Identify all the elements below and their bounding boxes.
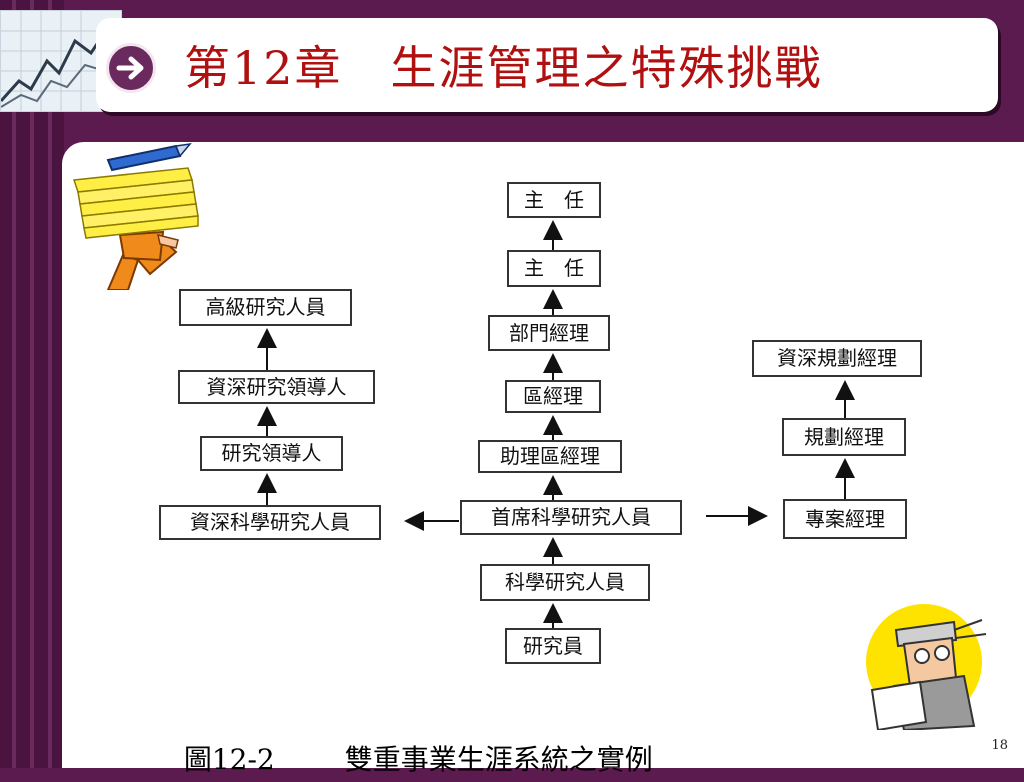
node-dept-manager: 部門經理: [488, 315, 610, 351]
node-project-manager: 專案經理: [783, 499, 907, 539]
figure-label: 圖12-2: [183, 743, 275, 776]
node-researcher: 研究員: [505, 628, 601, 664]
figure-caption: 圖12-2 雙重事業生涯系統之實例: [166, 694, 653, 776]
arrow-right-icon: [106, 43, 156, 93]
node-asst-region-manager: 助理區經理: [478, 440, 622, 473]
title-bar: [96, 18, 998, 112]
node-region-manager: 區經理: [505, 380, 601, 413]
figure-title: 雙重事業生涯系統之實例: [344, 743, 653, 776]
page-title: 第12章 生涯管理之特殊挑戰: [184, 41, 823, 95]
node-senior-planning-manager: 資深規劃經理: [752, 340, 922, 377]
worker-carrying-papers-icon: [72, 142, 199, 290]
node-research-leader: 研究領導人: [200, 436, 343, 471]
node-senior-scientist: 資深科學研究人員: [159, 505, 381, 540]
node-director: 主 任: [507, 250, 601, 287]
node-planning-manager: 規劃經理: [782, 418, 906, 456]
page-number: 18: [991, 738, 1008, 753]
node-senior-research-leader: 資深研究領導人: [178, 370, 375, 404]
node-chief-scientist: 首席科學研究人員: [460, 500, 682, 535]
node-senior-researcher: 高級研究人員: [179, 289, 352, 326]
man-reading-papers-icon: [866, 604, 987, 730]
node-scientist: 科學研究人員: [480, 564, 650, 601]
frame-stripes: [0, 0, 64, 768]
node-director-top: 主 任: [507, 182, 601, 218]
